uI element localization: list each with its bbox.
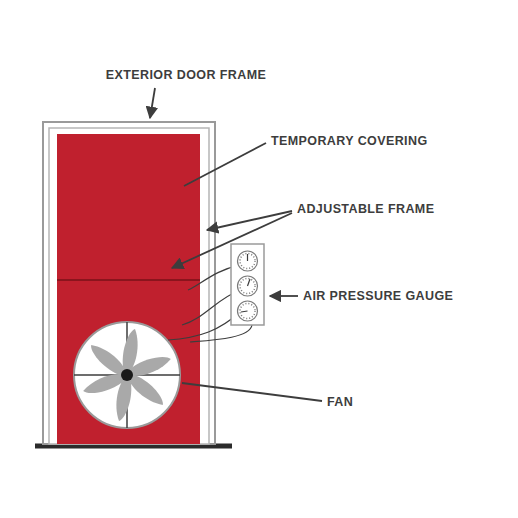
callout-label: FAN <box>326 395 354 410</box>
air-pressure-gauge <box>231 244 264 325</box>
fan <box>74 322 180 428</box>
callout-label: AIR PRESSURE GAUGE <box>302 289 454 304</box>
door-frame <box>43 122 215 444</box>
adjustable-frame <box>49 128 209 444</box>
callout-label: EXTERIOR DOOR FRAME <box>105 68 267 83</box>
callout-label: TEMPORARY COVERING <box>270 134 429 149</box>
callout-label: ADJUSTABLE FRAME <box>296 202 435 217</box>
temporary-covering <box>57 134 200 444</box>
frame-crossbar <box>57 279 200 281</box>
